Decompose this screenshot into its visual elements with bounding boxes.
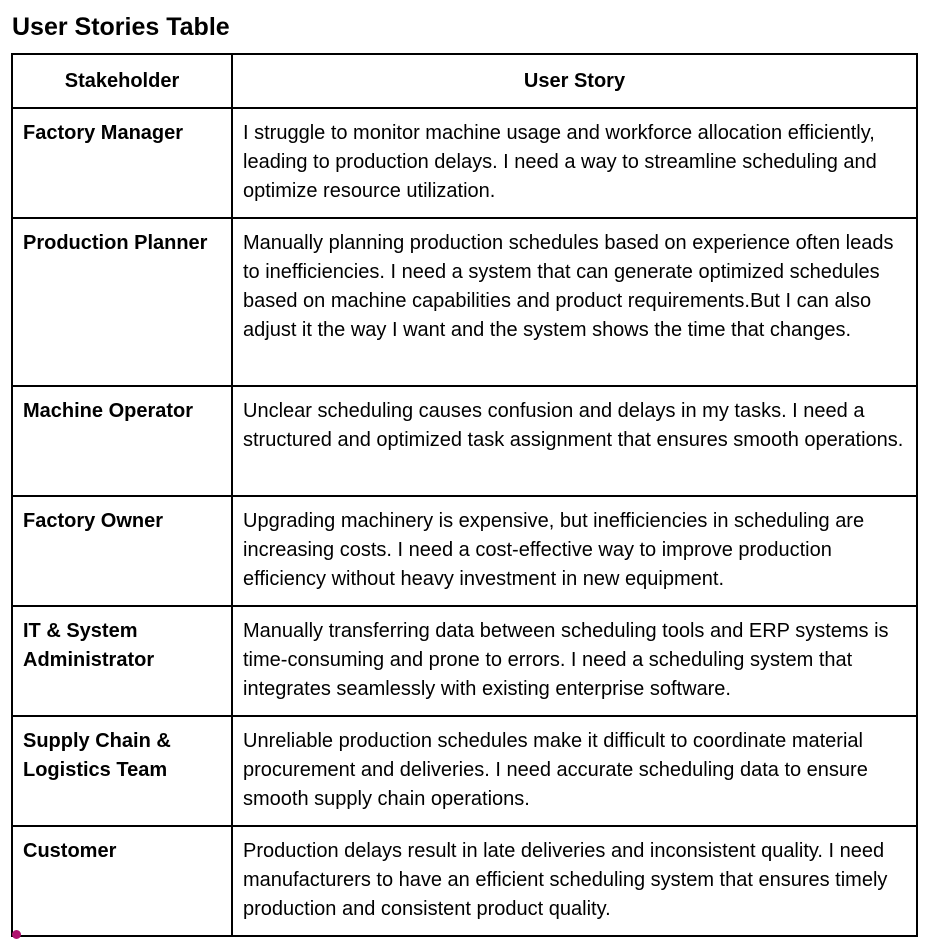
table-header-row: Stakeholder User Story xyxy=(11,53,918,109)
stakeholder-cell: IT & System Administrator xyxy=(11,605,233,717)
table-row: Production Planner Manually planning pro… xyxy=(11,217,918,387)
table-row: IT & System Administrator Manually trans… xyxy=(11,605,918,717)
table-row: Supply Chain & Logistics Team Unreliable… xyxy=(11,715,918,827)
user-story-cell: Manually planning production schedules b… xyxy=(231,217,918,387)
user-story-cell: Production delays result in late deliver… xyxy=(231,825,918,937)
table-row: Customer Production delays result in lat… xyxy=(11,825,918,937)
column-header-user-story: User Story xyxy=(231,53,918,109)
stakeholder-cell: Machine Operator xyxy=(11,385,233,497)
stakeholder-cell: Supply Chain & Logistics Team xyxy=(11,715,233,827)
table-row: Machine Operator Unclear scheduling caus… xyxy=(11,385,918,497)
column-header-stakeholder: Stakeholder xyxy=(11,53,233,109)
stakeholder-cell: Customer xyxy=(11,825,233,937)
stakeholder-cell: Production Planner xyxy=(11,217,233,387)
user-story-cell: I struggle to monitor machine usage and … xyxy=(231,107,918,219)
user-story-cell: Manually transferring data between sched… xyxy=(231,605,918,717)
page-title: User Stories Table xyxy=(12,13,230,41)
user-stories-table: Stakeholder User Story Factory Manager I… xyxy=(11,53,918,937)
table-row: Factory Manager I struggle to monitor ma… xyxy=(11,107,918,219)
user-story-cell: Unreliable production schedules make it … xyxy=(231,715,918,827)
stakeholder-cell: Factory Owner xyxy=(11,495,233,607)
stakeholder-cell: Factory Manager xyxy=(11,107,233,219)
comment-marker-icon[interactable] xyxy=(12,930,21,939)
user-story-cell: Upgrading machinery is expensive, but in… xyxy=(231,495,918,607)
table-row: Factory Owner Upgrading machinery is exp… xyxy=(11,495,918,607)
user-story-cell: Unclear scheduling causes confusion and … xyxy=(231,385,918,497)
